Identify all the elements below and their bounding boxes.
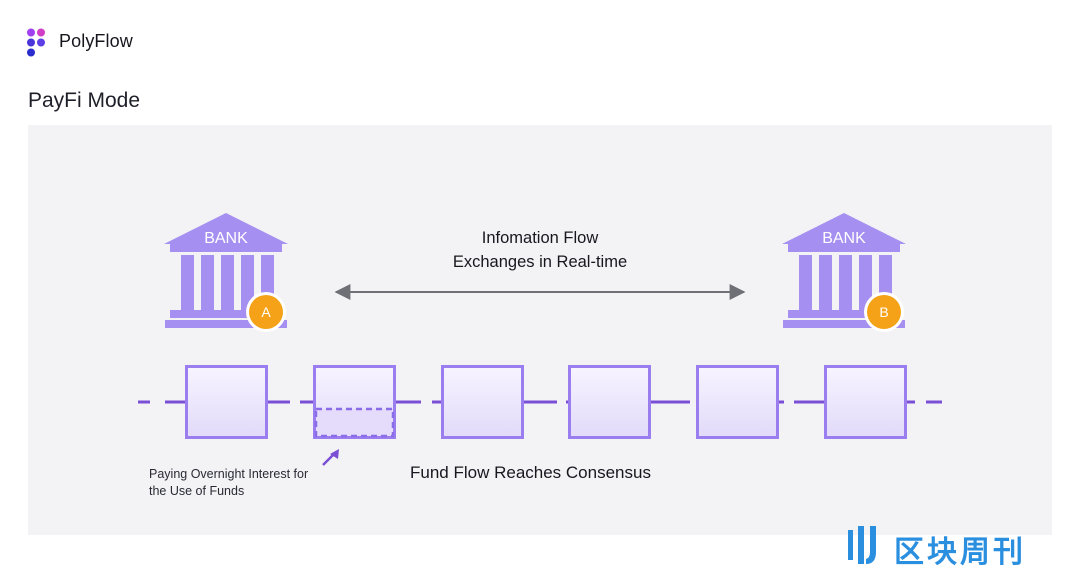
- bank-b-badge: B: [864, 292, 904, 332]
- page-title: PayFi Mode: [28, 89, 141, 112]
- interest-pointer-arrow-icon: [322, 449, 339, 466]
- watermark-logo-icon: [848, 526, 876, 564]
- interest-note: Paying Overnight Interest for the Use of…: [149, 466, 308, 500]
- fund-flow-label: Fund Flow Reaches Consensus: [410, 463, 651, 482]
- bank-a-badge: A: [246, 292, 286, 332]
- block-4: [568, 365, 651, 439]
- block-2: [313, 365, 396, 439]
- block-6: [824, 365, 907, 439]
- block-5: [696, 365, 779, 439]
- info-flow-line-2: Exchanges in Real-time: [452, 253, 628, 271]
- info-flow-line-1: Infomation Flow: [481, 229, 599, 247]
- block-1: [185, 365, 268, 439]
- bank-a-icon: BANK: [164, 213, 288, 328]
- bank-b-label: BANK: [822, 230, 866, 247]
- info-flow-label: Infomation Flow Exchanges in Real-time: [390, 226, 690, 274]
- watermark-text: 区块周刊: [894, 536, 1026, 569]
- interest-note-line-2: the Use of Funds: [149, 484, 245, 498]
- interest-note-line-1: Paying Overnight Interest for: [149, 467, 309, 481]
- polyflow-logo-icon: [27, 28, 45, 57]
- bank-b-badge-letter: B: [879, 304, 888, 320]
- bank-b-icon: BANK: [782, 213, 906, 328]
- block-3: [441, 365, 524, 439]
- bank-a-label: BANK: [204, 230, 248, 247]
- interest-dashed-segment: [314, 407, 395, 438]
- bank-a-badge-letter: A: [261, 304, 271, 320]
- brand-name: PolyFlow: [59, 31, 133, 51]
